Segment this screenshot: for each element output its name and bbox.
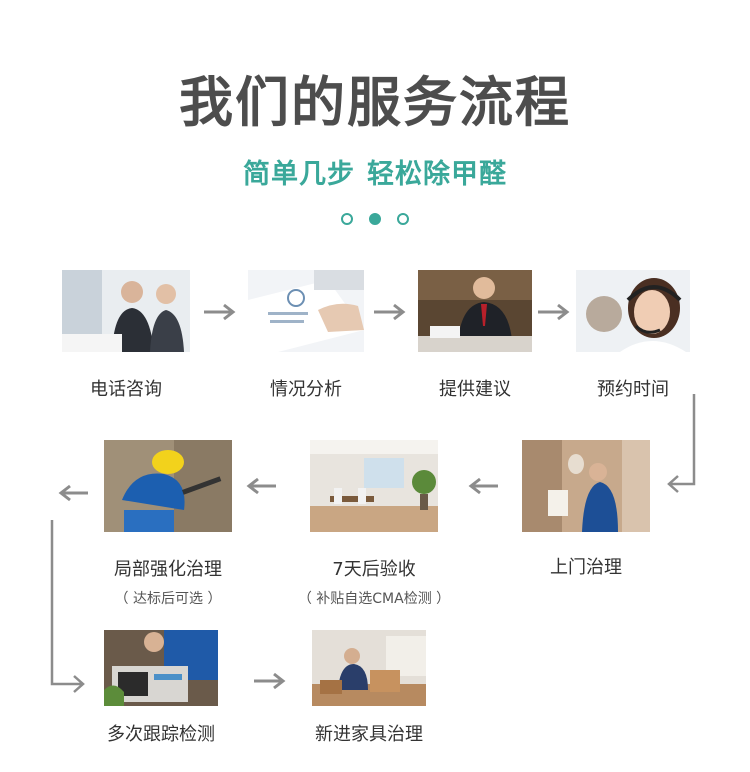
page-subtitle: 简单几步轻松除甲醛 bbox=[0, 152, 750, 191]
consultant-photo bbox=[418, 270, 532, 352]
subtitle-part-1: 简单几步 bbox=[243, 159, 355, 190]
furniture-treatment-photo bbox=[312, 630, 426, 706]
headset-operator-photo bbox=[576, 270, 690, 352]
technician-spraying-photo bbox=[522, 440, 650, 532]
document-analysis-photo bbox=[248, 270, 364, 352]
arrow-turn-down-right-icon bbox=[44, 518, 88, 696]
step-label-3: 提供建议 bbox=[439, 379, 511, 400]
step-label-8: 多次跟踪检测 bbox=[107, 724, 215, 745]
step-note-6: （ 补贴自选CMA检测 ） bbox=[297, 591, 451, 607]
dot-indicator-3[interactable] bbox=[397, 213, 409, 225]
arrow-right-icon bbox=[536, 303, 570, 321]
carousel-dots bbox=[0, 213, 750, 225]
step-label-9: 新进家具治理 bbox=[315, 724, 423, 745]
call-center-photo bbox=[62, 270, 190, 352]
arrow-right-icon bbox=[372, 303, 406, 321]
worker-spraying-photo bbox=[104, 440, 232, 532]
step-label-1: 电话咨询 bbox=[90, 379, 162, 400]
living-room-photo bbox=[310, 440, 438, 532]
arrow-left-icon bbox=[246, 477, 278, 495]
step-label-5: 上门治理 bbox=[550, 557, 622, 578]
dot-indicator-2[interactable] bbox=[369, 213, 381, 225]
arrow-right-icon bbox=[252, 672, 286, 690]
arrow-turn-down-left-icon bbox=[664, 392, 698, 496]
step-label-4: 预约时间 bbox=[597, 379, 669, 400]
dot-indicator-1[interactable] bbox=[341, 213, 353, 225]
step-note-7: （ 达标后可选 ） bbox=[114, 591, 222, 607]
step-label-7: 局部强化治理 bbox=[114, 559, 222, 580]
arrow-right-icon bbox=[202, 303, 236, 321]
page-title: 我们的服务流程 bbox=[179, 71, 571, 134]
arrow-left-icon bbox=[58, 484, 90, 502]
subtitle-part-2: 轻松除甲醛 bbox=[367, 159, 507, 190]
step-label-2: 情况分析 bbox=[270, 379, 342, 400]
step-label-6: 7天后验收 bbox=[332, 559, 416, 580]
arrow-left-icon bbox=[468, 477, 500, 495]
testing-equipment-photo bbox=[104, 630, 218, 706]
